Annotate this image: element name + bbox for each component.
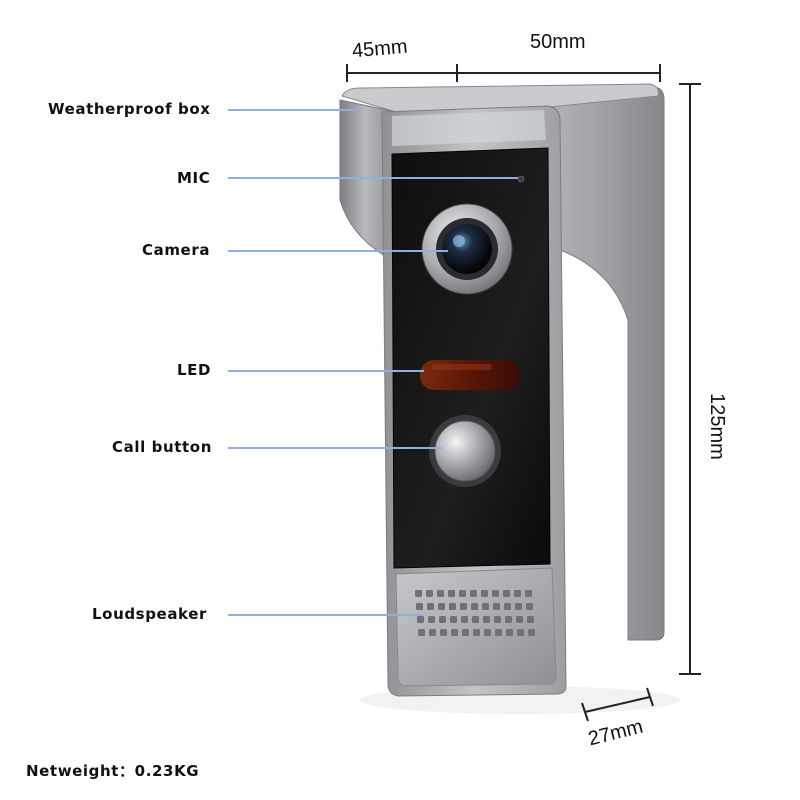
speaker-hole	[449, 603, 456, 610]
speaker-hole	[440, 629, 447, 636]
speaker-hole	[472, 616, 479, 623]
speaker-hole	[437, 590, 444, 597]
speaker-hole	[503, 590, 510, 597]
speaker-hole	[493, 603, 500, 610]
speaker-hole	[428, 616, 435, 623]
speaker-hole	[450, 616, 457, 623]
callout-loudspeaker: Loudspeaker	[92, 605, 207, 623]
speaker-hole	[494, 616, 501, 623]
speaker-hole	[417, 616, 424, 623]
speaker-hole	[514, 590, 521, 597]
leader-line-led	[228, 370, 424, 372]
leader-line-weatherproof-box	[228, 109, 358, 111]
speaker-hole	[451, 629, 458, 636]
speaker-hole	[528, 629, 535, 636]
speaker-hole	[526, 603, 533, 610]
speaker-hole	[481, 590, 488, 597]
leader-line-loudspeaker	[228, 614, 424, 616]
speaker-hole	[482, 603, 489, 610]
speaker-hole	[461, 616, 468, 623]
speaker-hole	[426, 590, 433, 597]
speaker-hole	[470, 590, 477, 597]
leader-line-mic	[228, 177, 518, 179]
leader-line-camera	[228, 250, 448, 252]
speaker-hole	[516, 616, 523, 623]
speaker-hole	[462, 629, 469, 636]
speaker-hole	[438, 603, 445, 610]
callout-camera: Camera	[142, 241, 211, 259]
dimension-top-left: 45mm	[351, 35, 409, 63]
net-weight-text: Netweight：0.23KG	[26, 762, 200, 780]
speaker-hole	[483, 616, 490, 623]
speaker-hole	[460, 603, 467, 610]
speaker-hole	[515, 603, 522, 610]
dimension-height: 125mm	[705, 393, 728, 460]
speaker-hole	[415, 590, 422, 597]
speaker-hole	[473, 629, 480, 636]
speaker-hole	[448, 590, 455, 597]
speaker-hole	[506, 629, 513, 636]
speaker-hole	[525, 590, 532, 597]
speaker-hole	[517, 629, 524, 636]
speaker-hole	[459, 590, 466, 597]
speaker-hole	[427, 603, 434, 610]
speaker-hole	[429, 629, 436, 636]
speaker-hole	[504, 603, 511, 610]
speaker-hole	[471, 603, 478, 610]
leader-line-call-button	[228, 447, 442, 449]
callout-led: LED	[177, 361, 212, 379]
callout-call-button: Call button	[112, 438, 212, 456]
callout-weatherproof-box: Weatherproof box	[48, 100, 211, 118]
speaker-hole	[495, 629, 502, 636]
speaker-hole	[505, 616, 512, 623]
speaker-hole	[418, 629, 425, 636]
speaker-hole	[416, 603, 423, 610]
speaker-hole	[439, 616, 446, 623]
speaker-hole	[492, 590, 499, 597]
speaker-hole	[484, 629, 491, 636]
callout-mic: MIC	[177, 169, 211, 187]
dimension-top-right: 50mm	[530, 31, 586, 53]
speaker-hole	[527, 616, 534, 623]
loudspeaker-grille	[415, 590, 535, 636]
